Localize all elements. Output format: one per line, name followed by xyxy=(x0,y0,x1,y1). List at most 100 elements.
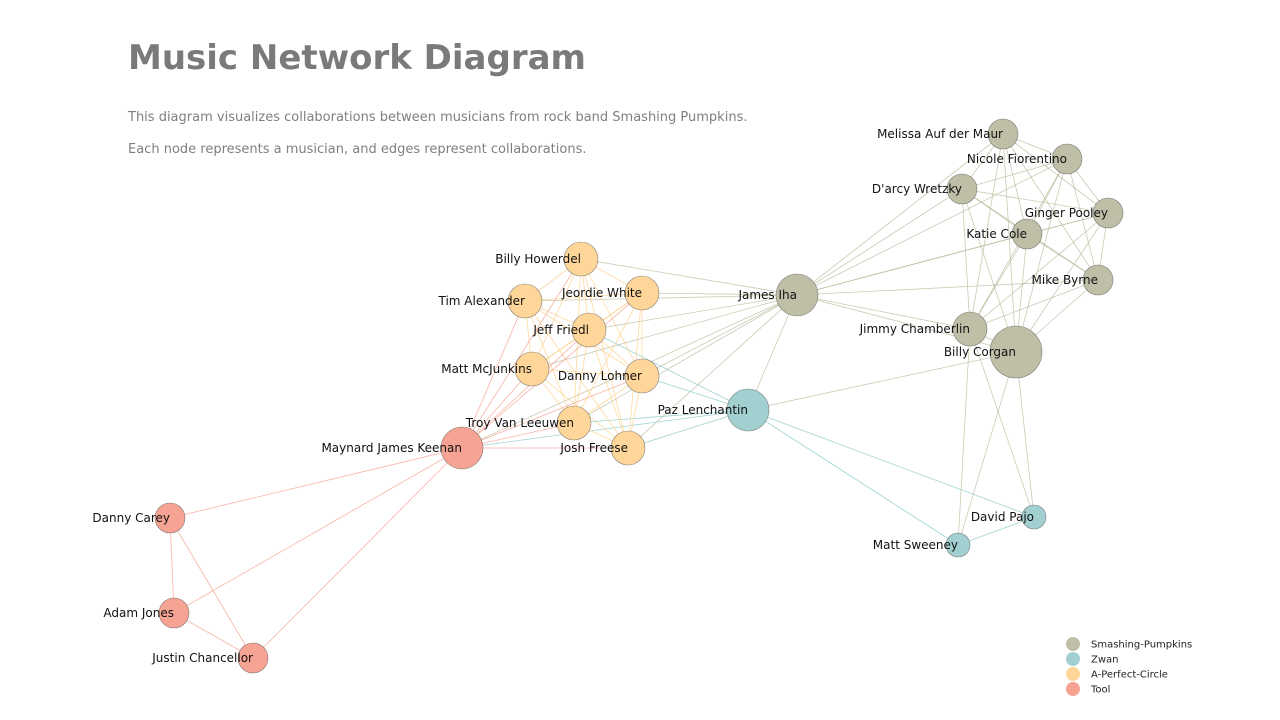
edge-maynard-billyh xyxy=(461,258,582,449)
legend-swatch-zwan xyxy=(1066,652,1080,666)
node-danny-carey[interactable] xyxy=(154,502,186,534)
node-label-matt-mcjunkins: Matt McJunkins xyxy=(441,362,532,376)
node-danny-lohner[interactable] xyxy=(624,358,660,394)
node-label-james-iha: James Iha xyxy=(737,288,797,302)
edge-maynard-jeordie xyxy=(461,292,643,449)
edge-james-tim xyxy=(524,294,798,302)
legend-swatch-tool xyxy=(1066,682,1080,696)
legend-label-tool: Tool xyxy=(1090,685,1110,696)
edge-ginger-jimmy xyxy=(969,212,1109,330)
legend-swatch-a-perfect-circle xyxy=(1066,667,1080,681)
node-billy-corgan[interactable] xyxy=(989,325,1043,379)
node-label-adam-jones: Adam Jones xyxy=(103,606,174,620)
node-josh-freese[interactable] xyxy=(610,430,646,466)
edge-melissa-james xyxy=(796,133,1004,296)
edge-billyh-danny xyxy=(580,258,643,377)
node-paz-lenchantin[interactable] xyxy=(726,388,770,432)
edge-jeordie-tim xyxy=(524,292,643,302)
edge-darcy-ginger xyxy=(961,188,1109,214)
edge-james-mattm xyxy=(531,294,798,370)
edge-paz-matts xyxy=(747,409,959,546)
node-label-katie-cole: Katie Cole xyxy=(966,227,1027,241)
edge-melissa-mike xyxy=(1002,133,1099,281)
edge-jimmy-matts xyxy=(957,328,971,546)
node-ginger-pooley[interactable] xyxy=(1092,197,1124,229)
node-label-billy-corgan: Billy Corgan xyxy=(944,345,1016,359)
node-adam-jones[interactable] xyxy=(158,597,190,629)
edge-darcy-billyc xyxy=(961,188,1017,353)
edge-dannyc-adam xyxy=(169,517,175,614)
edge-billyc-davidp xyxy=(1015,351,1035,518)
node-label-justin-chancellor: Justin Chancellor xyxy=(151,651,253,665)
edge-nicole-billyc xyxy=(1015,158,1068,353)
edge-tim-troy xyxy=(524,300,575,424)
node-melissa-auf-der-maur[interactable] xyxy=(987,118,1019,150)
legend-label-zwan: Zwan xyxy=(1091,655,1119,666)
node-maynard-james-keenan[interactable] xyxy=(440,426,484,470)
edge-katie-jimmy xyxy=(969,233,1028,330)
node-label-danny-lohner: Danny Lohner xyxy=(558,369,642,383)
edge-melissa-jimmy xyxy=(969,133,1004,330)
edge-james-billyh xyxy=(580,258,798,296)
edge-mattm-danny xyxy=(531,368,643,377)
edge-billyh-josh xyxy=(580,258,629,449)
edge-tim-josh xyxy=(524,300,629,449)
node-label-jeordie-white: Jeordie White xyxy=(561,286,642,300)
edge-maynard-jeff xyxy=(461,329,590,449)
edge-darcy-jimmy xyxy=(961,188,971,330)
edge-melissa-katie xyxy=(1002,133,1028,235)
edge-billyc-matts xyxy=(957,351,1017,546)
edge-mike-jimmy xyxy=(969,279,1099,330)
edge-ginger-billyc xyxy=(1015,212,1109,353)
node-justin-chancellor[interactable] xyxy=(237,642,269,674)
edge-nicole-darcy xyxy=(961,158,1068,190)
legend-label-smashing-pumpkins: Smashing-Pumpkins xyxy=(1091,640,1192,651)
node-james-iha[interactable] xyxy=(775,273,819,317)
node-david-pajo[interactable] xyxy=(1021,504,1047,530)
description-line-2: Each node represents a musician, and edg… xyxy=(128,142,587,157)
node-label-jeff-friedl: Jeff Friedl xyxy=(532,323,589,337)
node-matt-mcjunkins[interactable] xyxy=(514,351,550,387)
node-label-nicole-fiorentino: Nicole Fiorentino xyxy=(967,152,1067,166)
edge-billyh-mattm xyxy=(531,258,582,370)
nodes-layer xyxy=(154,118,1124,674)
node-jeff-friedl[interactable] xyxy=(571,312,607,348)
node-label-matt-sweeney: Matt Sweeney xyxy=(873,538,958,552)
node-katie-cole[interactable] xyxy=(1011,218,1043,250)
edge-davidp-matts xyxy=(957,516,1035,546)
edge-mike-james xyxy=(796,279,1099,296)
edge-james-troy xyxy=(573,294,798,424)
edge-paz-troy xyxy=(573,409,749,424)
node-d-arcy-wretzky[interactable] xyxy=(946,173,978,205)
edge-maynard-danny xyxy=(461,375,643,449)
edge-katie-james xyxy=(796,233,1028,296)
node-billy-howerdel[interactable] xyxy=(563,241,599,277)
legend-label-a-perfect-circle: A-Perfect-Circle xyxy=(1091,670,1168,681)
node-matt-sweeney[interactable] xyxy=(945,532,971,558)
node-tim-alexander[interactable] xyxy=(507,283,543,319)
edge-maynard-tim xyxy=(461,300,526,449)
node-jimmy-chamberlin[interactable] xyxy=(952,311,988,347)
node-troy-van-leeuwen[interactable] xyxy=(556,405,592,441)
node-label-danny-carey: Danny Carey xyxy=(92,511,170,525)
legend-swatch-smashing-pumpkins xyxy=(1066,637,1080,651)
page-title: Music Network Diagram xyxy=(128,38,586,78)
node-label-mike-byrne: Mike Byrne xyxy=(1032,273,1098,287)
edge-james-jeff xyxy=(588,294,798,331)
edge-maynard-dannyc xyxy=(169,447,463,519)
description-line-1: This diagram visualizes collaborations b… xyxy=(128,110,748,125)
node-label-d-arcy-wretzky: D'arcy Wretzky xyxy=(872,182,962,196)
node-jeordie-white[interactable] xyxy=(624,275,660,311)
node-mike-byrne[interactable] xyxy=(1082,264,1114,296)
node-label-billy-howerdel: Billy Howerdel xyxy=(495,252,581,266)
edge-maynard-adam xyxy=(173,447,463,614)
edge-nicole-james xyxy=(796,158,1068,296)
edge-james-jimmy xyxy=(796,294,971,330)
edge-darcy-james xyxy=(796,188,963,296)
node-label-troy-van-leeuwen: Troy Van Leeuwen xyxy=(465,416,574,430)
legend: Smashing-PumpkinsZwanA-Perfect-CircleToo… xyxy=(1066,637,1192,696)
node-label-ginger-pooley: Ginger Pooley xyxy=(1025,206,1108,220)
node-nicole-fiorentino[interactable] xyxy=(1051,143,1083,175)
